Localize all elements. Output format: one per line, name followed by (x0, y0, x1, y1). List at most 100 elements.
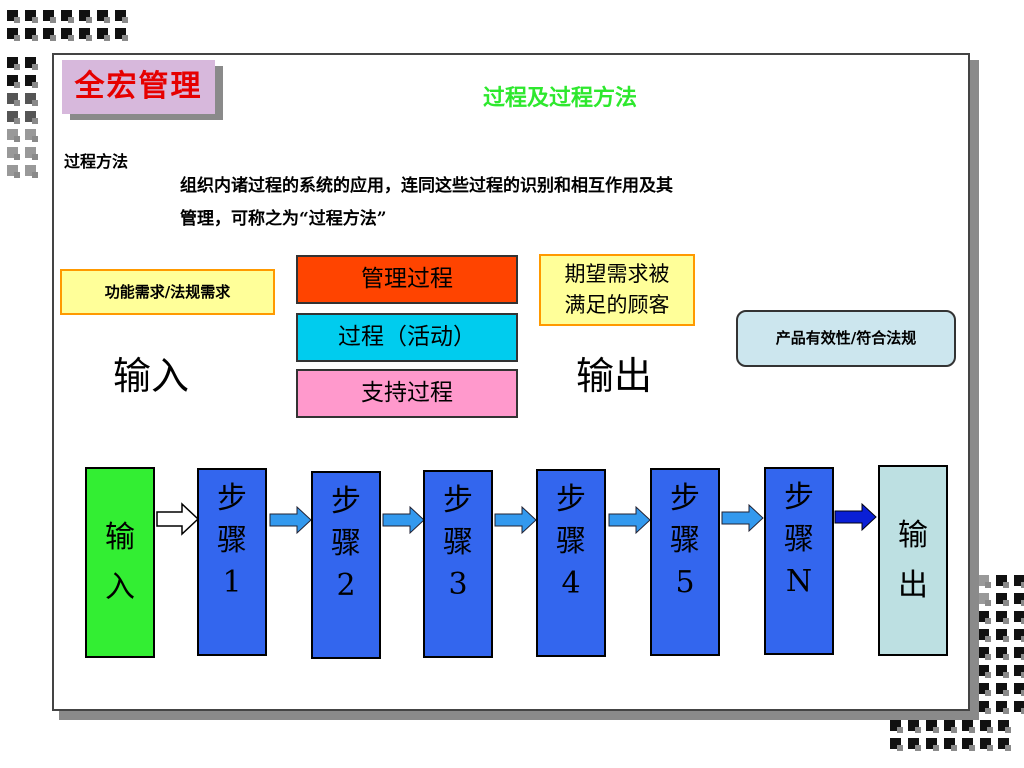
pattern-square (996, 629, 1009, 642)
step-5-char-2: 骤 (670, 523, 700, 558)
step-n-char-3: N (785, 564, 813, 599)
pattern-square (978, 575, 991, 588)
pattern-square (7, 57, 20, 70)
pattern-square (996, 701, 1009, 714)
step-box-4: 步 骤 4 (536, 469, 606, 657)
pattern-square (25, 10, 38, 23)
step-box-5: 步 骤 5 (650, 468, 720, 656)
step-3-char-3: 3 (448, 567, 468, 602)
step-arrow-4 (608, 505, 651, 535)
pattern-square (996, 611, 1009, 624)
step-4-char-2: 骤 (556, 524, 586, 559)
step-2-char-3: 2 (336, 568, 356, 603)
definition-text: 组织内诸过程的系统的应用，连同这些过程的识别和相互作用及其 管理，可称之为“过程… (180, 170, 880, 236)
pattern-square (1014, 611, 1024, 624)
output-label: 输出 (576, 354, 653, 398)
flow-input-char-1: 输 (105, 519, 135, 555)
definition-label: 过程方法 (64, 152, 129, 171)
step-box-3: 步 骤 3 (423, 470, 493, 658)
step-arrow-1 (269, 505, 312, 535)
flow-output-char-2: 出 (898, 567, 928, 603)
pattern-square (926, 738, 939, 751)
pattern-square (926, 720, 939, 733)
pattern-square (890, 720, 903, 733)
pattern-square (980, 738, 993, 751)
requirements-box: 功能需求/法规需求 (60, 269, 275, 315)
product-effectiveness-box: 产品有效性/符合法规 (736, 310, 956, 367)
step-arrow-5 (721, 503, 764, 533)
pattern-square (1014, 647, 1024, 660)
pattern-square (978, 629, 991, 642)
flow-output-char-1: 输 (898, 517, 928, 553)
activity-process-box: 过程（活动） (296, 313, 518, 362)
pattern-square (962, 720, 975, 733)
pattern-square (7, 129, 20, 142)
step-n-char-2: 骤 (784, 522, 814, 557)
pattern-square (25, 147, 38, 160)
step-2-char-2: 骤 (331, 526, 361, 561)
pattern-square (978, 701, 991, 714)
step-n-char-1: 步 (784, 480, 814, 515)
step-box-1: 步 骤 1 (197, 468, 267, 656)
pattern-square (978, 647, 991, 660)
pattern-square (61, 10, 74, 23)
pattern-square (25, 165, 38, 178)
pattern-square (61, 28, 74, 41)
final-arrow (834, 502, 877, 532)
customer-line-2: 满足的顾客 (564, 293, 670, 317)
pattern-square (25, 57, 38, 70)
pattern-square (908, 720, 921, 733)
slide-title: 过程及过程方法 (482, 85, 637, 111)
step-4-char-1: 步 (556, 482, 586, 517)
step-2-char-1: 步 (331, 484, 361, 519)
definition-line-1: 组织内诸过程的系统的应用，连同这些过程的识别和相互作用及其 (180, 176, 673, 196)
pattern-square (998, 738, 1011, 751)
pattern-square (978, 611, 991, 624)
pattern-square (7, 10, 20, 23)
pattern-square (25, 28, 38, 41)
pattern-square (890, 738, 903, 751)
management-process-box: 管理过程 (296, 255, 518, 304)
pattern-square (962, 738, 975, 751)
customer-box: 期望需求被 满足的顾客 (539, 254, 695, 326)
step-box-2: 步 骤 2 (311, 471, 381, 659)
pattern-square (1014, 593, 1024, 606)
pattern-square (996, 665, 1009, 678)
pattern-square (97, 10, 110, 23)
flow-output-box: 输 出 (878, 465, 948, 656)
pattern-square (1014, 683, 1024, 696)
hollow-arrow (156, 502, 200, 536)
definition-line-2: 管理，可称之为“过程方法” (180, 209, 387, 229)
pattern-square (996, 683, 1009, 696)
step-arrow-2 (382, 505, 425, 535)
pattern-square (1014, 575, 1024, 588)
decorative-pattern-left (7, 57, 38, 178)
flow-input-box: 输 入 (85, 467, 155, 658)
pattern-square (998, 720, 1011, 733)
customer-line-1: 期望需求被 (564, 262, 670, 286)
pattern-square (25, 111, 38, 124)
pattern-square (7, 165, 20, 178)
pattern-square (25, 129, 38, 142)
pattern-square (97, 28, 110, 41)
pattern-square (115, 28, 128, 41)
pattern-square (944, 738, 957, 751)
step-arrow-3 (494, 505, 537, 535)
step-1-char-3: 1 (222, 565, 242, 600)
support-process-box: 支持过程 (296, 369, 518, 418)
pattern-square (980, 720, 993, 733)
pattern-square (7, 93, 20, 106)
pattern-square (79, 10, 92, 23)
pattern-square (7, 111, 20, 124)
step-4-char-3: 4 (561, 566, 581, 601)
decorative-pattern-top (7, 10, 128, 41)
input-label: 输入 (113, 354, 190, 398)
pattern-square (978, 593, 991, 606)
step-3-char-1: 步 (443, 483, 473, 518)
flow-input-char-2: 入 (105, 569, 135, 605)
pattern-square (25, 75, 38, 88)
decorative-pattern-right (978, 575, 1024, 714)
step-5-char-1: 步 (670, 481, 700, 516)
step-5-char-3: 5 (675, 565, 695, 600)
pattern-square (79, 28, 92, 41)
